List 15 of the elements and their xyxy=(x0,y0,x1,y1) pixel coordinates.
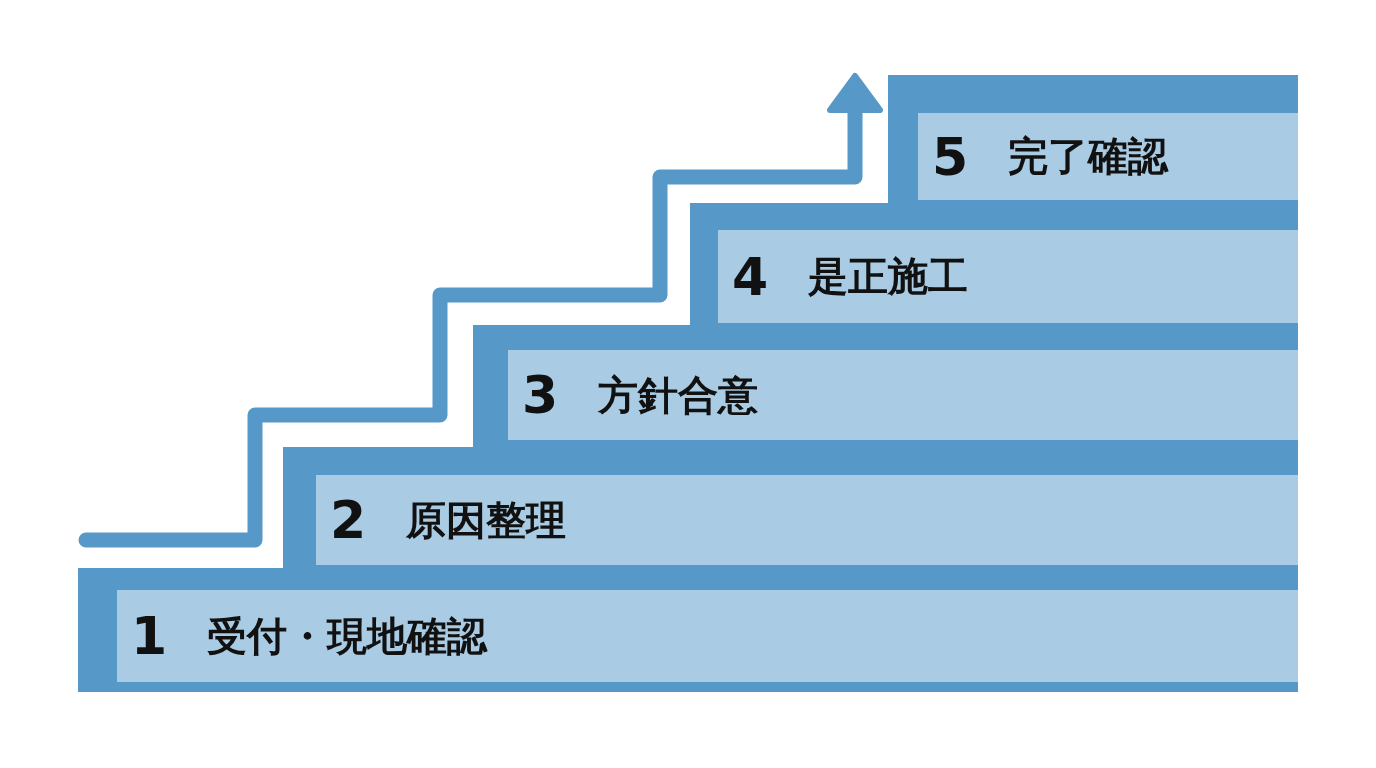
stair-step xyxy=(473,325,1298,447)
step-label: 受付・現地確認 xyxy=(207,611,488,661)
step-number: 2 xyxy=(330,490,367,550)
step-number: 1 xyxy=(131,606,168,666)
stair-step xyxy=(888,75,1298,203)
step-label: 方針合意 xyxy=(598,370,759,420)
step-number: 4 xyxy=(732,246,769,307)
stair-step xyxy=(283,447,1298,568)
step-label: 是正施工 xyxy=(808,252,969,301)
step-number: 5 xyxy=(932,126,969,187)
stair-step xyxy=(690,203,1298,325)
step-label: 原因整理 xyxy=(406,495,567,545)
step-label: 完了確認 xyxy=(1008,132,1169,181)
step-number: 3 xyxy=(522,365,559,425)
stair-step xyxy=(78,568,1298,692)
